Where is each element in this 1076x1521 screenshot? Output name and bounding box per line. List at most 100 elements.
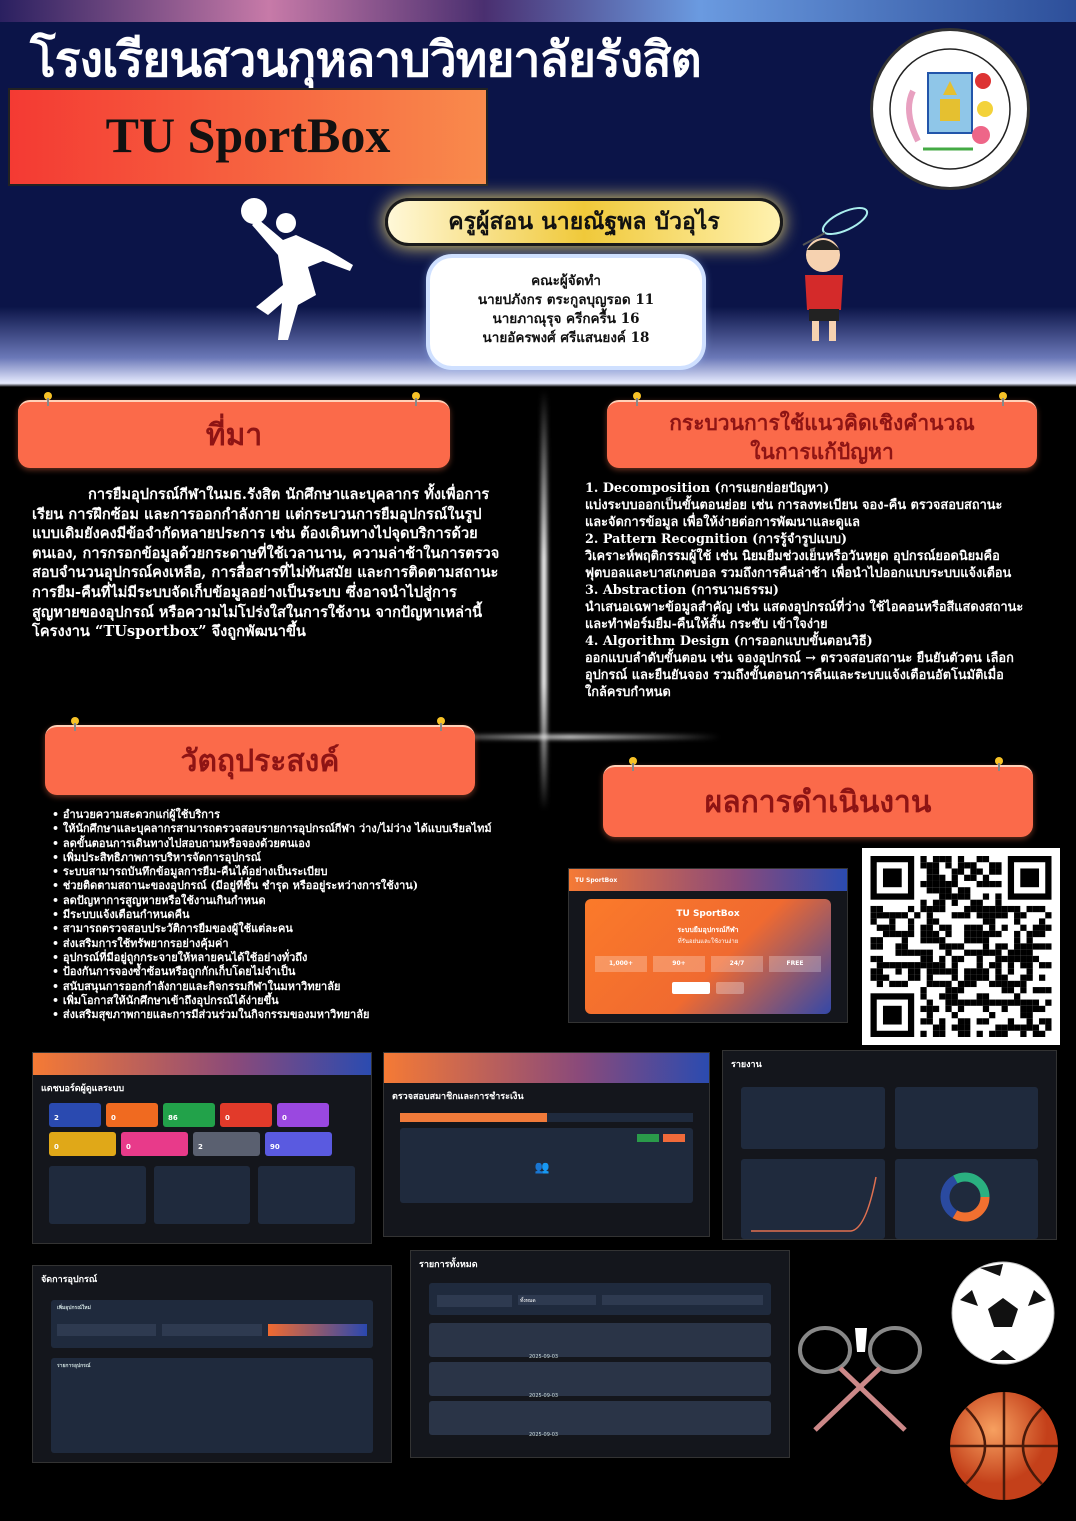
- team-title: คณะผู้จัดทำ: [531, 273, 601, 289]
- stat-card: 24/7: [711, 956, 763, 972]
- soccer-ball-icon: [951, 1261, 1055, 1365]
- computational-thinking-steps: 1. Decomposition (การแยกย่อยปัญหา) แบ่งร…: [585, 480, 1025, 701]
- qr-code-icon: [870, 856, 1052, 1037]
- objective-item: • เพิ่มโอกาสให้นักศึกษาเข้าถึงอุปกรณ์ได้…: [52, 993, 279, 1007]
- secondary-button[interactable]: [716, 982, 744, 994]
- stat-card: 0: [121, 1132, 188, 1156]
- team-box: คณะผู้จัดทำ นายปภังกร ตระกูลบุญรอด 11 นา…: [430, 258, 702, 366]
- admin-title: แดชบอร์ดผู้ดูแลระบบ: [41, 1084, 125, 1094]
- donut-chart-icon: [940, 1172, 989, 1222]
- objective-item: • ให้นักศึกษาและบุคลากรสามารถตรวจสอบรายก…: [52, 822, 492, 836]
- stat-card: 0: [49, 1132, 116, 1156]
- team-member: นายปภังกร ตระกูลบุญรอด 11: [477, 292, 655, 308]
- search-input[interactable]: [437, 1295, 512, 1307]
- objectives-list: • อำนวยความสะดวกแก่ผู้ใช้บริการ• ให้นักศ…: [52, 808, 532, 1022]
- objective-item: • สนับสนุนการออกกำลังกายและกิจกรรมกีฬาใน…: [52, 979, 341, 993]
- objective-item: • ส่งเสริมสุขภาพกายและการมีส่วนร่วมในกิจ…: [52, 1008, 370, 1022]
- section-title: กระบวนการใช้แนวคิดเชิงคำนวณในการแก้ปัญหา: [669, 410, 975, 464]
- section-header-computational-thinking: กระบวนการใช้แนวคิดเชิงคำนวณในการแก้ปัญหา: [607, 392, 1037, 468]
- stat-card: 2: [49, 1103, 101, 1127]
- objective-item: • อุปกรณ์ที่มีอยู่ถูกกระจายให้หลายคนได้ใ…: [52, 950, 308, 964]
- step-text: ออกแบบลำดับขั้นตอน เช่น จองอุปกรณ์ → ตรว…: [585, 651, 1014, 700]
- screenshot-transactions: รายการทั้งหมด ทั้งหมด 2025-09-03 2025-09…: [410, 1250, 790, 1458]
- section-title: ที่มา: [205, 418, 263, 453]
- stat-card: 0: [106, 1103, 158, 1127]
- nav-brand: TU SportBox: [575, 876, 618, 884]
- status-select[interactable]: ทั้งหมด: [518, 1295, 596, 1305]
- project-title: TU SportBox: [105, 107, 391, 163]
- school-emblem-icon: [889, 48, 1011, 170]
- stat-card: 86: [163, 1103, 215, 1127]
- step-text: นำเสนอเฉพาะข้อมูลสำคัญ เช่น แสดงอุปกรณ์ท…: [585, 600, 1024, 632]
- background-text: การยืมอุปกรณ์กีฬาในมธ.รังสิต นักศึกษาและ…: [32, 486, 500, 641]
- home-headline: ระบบยืมอุปกรณ์กีฬา: [677, 926, 739, 934]
- pin-icon: [999, 392, 1007, 406]
- stat-card: FREE: [769, 956, 821, 972]
- teacher-banner: ครูผู้สอน นายณัฐพล บัวอุไร: [385, 198, 783, 246]
- stat-card: 2: [193, 1132, 260, 1156]
- basketball-icon: [950, 1392, 1058, 1500]
- pin-icon: [412, 392, 420, 406]
- step-text: วิเคราะห์พฤติกรรมผู้ใช้ เช่น นิยมยืมช่วง…: [585, 549, 1012, 581]
- project-title-box: TU SportBox: [8, 88, 488, 186]
- objective-item: • มีระบบแจ้งเตือนกำหนดคืน: [52, 908, 190, 922]
- step-heading: 3. Abstraction (การนามธรรม): [585, 583, 779, 598]
- list-title: รายการอุปกรณ์: [57, 1363, 91, 1369]
- primary-button[interactable]: [672, 982, 710, 994]
- name-input[interactable]: [57, 1324, 157, 1336]
- top-gradient-strip: [0, 0, 1076, 24]
- team-member: นายภาณุรุจ ครีกครื้น 16: [492, 311, 640, 327]
- step-heading: 4. Algorithm Design (การออกแบบขั้นตอนวิธ…: [585, 634, 873, 649]
- pin-icon: [633, 392, 641, 406]
- section-title: วัตถุประสงค์: [180, 744, 340, 779]
- transaction-date: 2025-09-03: [529, 1393, 559, 1399]
- badminton-rackets-icon: [798, 1326, 922, 1432]
- pin-icon: [44, 392, 52, 406]
- quantity-input[interactable]: [162, 1324, 262, 1336]
- badminton-player-icon: [802, 206, 869, 341]
- school-logo: [870, 28, 1030, 190]
- school-name: โรงเรียนสวนกุหลาบวิทยาลัยรังสิต: [30, 34, 702, 87]
- transaction-date: 2025-09-03: [529, 1354, 559, 1360]
- step-text: แบ่งระบบออกเป็นขั้นตอนย่อย เช่น การลงทะเ…: [585, 498, 1003, 530]
- screenshot-report: รายงาน: [722, 1050, 1057, 1240]
- stat-card: 90: [265, 1132, 332, 1156]
- stat-card: 90+: [653, 956, 705, 972]
- step-heading: 1. Decomposition (การแยกย่อยปัญหา): [585, 481, 830, 496]
- qr-code[interactable]: [862, 848, 1060, 1045]
- pin-icon: [629, 757, 637, 771]
- report-title: รายงาน: [731, 1060, 762, 1070]
- basketball-player-silhouette-icon: [241, 198, 353, 340]
- pin-icon: [995, 757, 1003, 771]
- users-icon: 👥: [534, 1160, 550, 1174]
- objective-item: • ลดปัญหาการสูญหายหรือใช้งานเกินกำหนด: [52, 893, 266, 907]
- objective-item: • ระบบสามารถบันทึกข้อมูลการยืม-คืนได้อย่…: [52, 865, 328, 879]
- objective-item: • อำนวยความสะดวกแก่ผู้ใช้บริการ: [52, 808, 221, 821]
- objective-item: • ป้องกันการจองซ้ำซ้อนหรือถูกกักเก็บโดยไ…: [52, 965, 296, 979]
- divider-glow-vertical: [541, 390, 547, 810]
- home-brand: TU SportBox: [676, 909, 740, 919]
- screenshot-members: ตรวจสอบสมาชิกและการชำระเงิน 👥: [383, 1052, 710, 1237]
- screenshot-equipment: จัดการอุปกรณ์ เพิ่มอุปกรณ์ใหม่ รายการอุป…: [32, 1265, 392, 1463]
- transaction-date: 2025-09-03: [529, 1432, 559, 1438]
- team-member: นายอัครพงศ์ ศรีแสนยงค์ 18: [482, 330, 650, 346]
- divider-glow-horizontal: [420, 735, 720, 739]
- stat-card: 0: [220, 1103, 272, 1127]
- members-title: ตรวจสอบสมาชิกและการชำระเงิน: [392, 1092, 524, 1102]
- step-heading: 2. Pattern Recognition (การรู้จำรูปแบบ): [585, 532, 848, 547]
- line-chart-icon: [751, 1176, 877, 1232]
- objective-item: • ลดขั้นตอนการเดินทางไปสอบถามหรือจองด้วย…: [52, 836, 311, 850]
- date-input[interactable]: [602, 1295, 763, 1305]
- equipment-title: จัดการอุปกรณ์: [41, 1275, 98, 1285]
- section-header-objectives: วัตถุประสงค์: [45, 717, 475, 795]
- transactions-title: รายการทั้งหมด: [419, 1260, 478, 1270]
- objective-item: • ช่วยติดตามสถานะของอุปกรณ์ (มีอยู่ที่ชิ…: [52, 879, 419, 893]
- stat-card: 0: [277, 1103, 329, 1127]
- objective-item: • สามารถตรวจสอบประวัติการยืมของผู้ใช้แต่…: [52, 922, 293, 936]
- objective-item: • เพิ่มประสิทธิภาพการบริหารจัดการอุปกรณ์: [52, 850, 261, 864]
- stat-card: 1,000+: [595, 956, 647, 972]
- add-equipment-button[interactable]: [267, 1324, 367, 1336]
- screenshot-home: TU SportBox TU SportBox ระบบยืมอุปกรณ์กี…: [568, 868, 848, 1023]
- form-title: เพิ่มอุปกรณ์ใหม่: [57, 1305, 91, 1311]
